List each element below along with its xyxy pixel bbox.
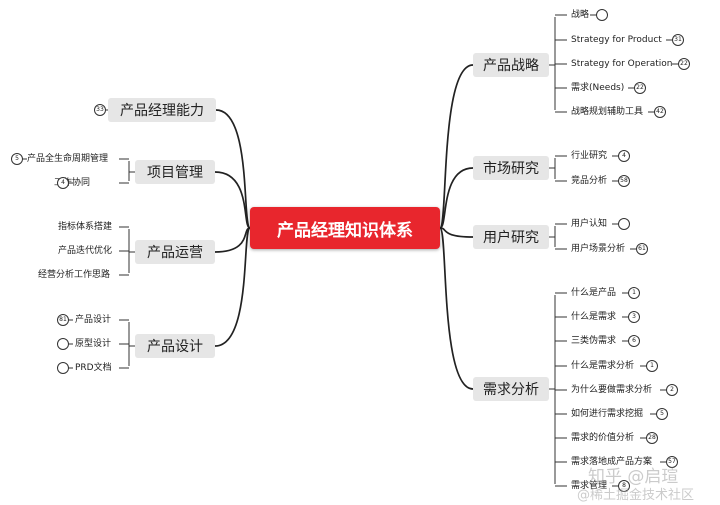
count-badge: 4 <box>618 150 630 162</box>
leaf-item[interactable]: 需求管理 <box>571 481 608 491</box>
bracket-line <box>549 17 556 110</box>
count-badge <box>57 362 69 374</box>
branch-link <box>439 64 474 229</box>
count-badge <box>57 338 69 350</box>
count-badge: 3 <box>628 311 640 323</box>
leaf-item[interactable]: 用户场景分析 <box>571 244 626 254</box>
leaf-item[interactable]: 原型设计 <box>75 339 112 349</box>
topic-1-right[interactable]: 产品战略 <box>473 53 549 77</box>
count-badge: 2 <box>666 384 678 396</box>
count-badge: 42 <box>654 106 666 118</box>
leaf-item[interactable]: 三类伪需求 <box>571 336 617 346</box>
bracket-line <box>549 295 556 484</box>
leaf-item[interactable]: 产品全生命周期管理 <box>27 154 109 164</box>
watermark-zhihu: 知乎 @启瑄 <box>588 467 679 487</box>
leaf-item[interactable]: 产品迭代优化 <box>58 246 113 256</box>
central-topic[interactable]: 产品经理知识体系 <box>250 207 440 249</box>
leaf-item[interactable]: 工作协同 <box>54 178 91 188</box>
leaf-item[interactable]: 战略规划辅助工具 <box>571 107 644 117</box>
leaf-item[interactable]: 竞品分析 <box>571 176 608 186</box>
leaf-item[interactable]: 战略 <box>571 10 590 20</box>
leaf-item[interactable]: 需求(Needs) <box>571 83 625 93</box>
leaf-item[interactable]: 产品设计 <box>75 315 112 325</box>
bracket-line <box>549 158 556 179</box>
count-badge: 31 <box>672 34 684 46</box>
count-badge: 61 <box>636 243 648 255</box>
count-badge: 28 <box>646 432 658 444</box>
count-badge: 4 <box>57 177 69 189</box>
watermark-juejin: @稀土掘金技术社区 <box>577 488 695 503</box>
topic-4-left[interactable]: 产品设计 <box>135 334 215 358</box>
branch-link <box>439 227 474 390</box>
leaf-item[interactable]: Strategy for Product <box>571 35 662 45</box>
count-badge: 1 <box>628 287 640 299</box>
topic-2-right[interactable]: 市场研究 <box>473 156 549 180</box>
topic-2-left[interactable]: 项目管理 <box>135 160 215 184</box>
leaf-item[interactable]: 什么是需求分析 <box>571 361 635 371</box>
bracket-line <box>128 161 135 181</box>
leaf-item[interactable]: 什么是产品 <box>571 288 617 298</box>
count-badge: 1 <box>646 360 658 372</box>
leaf-item[interactable]: 什么是需求 <box>571 312 617 322</box>
count-badge: 8 <box>618 480 630 492</box>
branch-link <box>439 227 474 238</box>
count-badge: 57 <box>666 456 678 468</box>
count-badge: 5 <box>11 153 23 165</box>
leaf-item[interactable]: 为什么要做需求分析 <box>571 385 653 395</box>
count-badge: 22 <box>678 58 690 70</box>
topic-3-left[interactable]: 产品运营 <box>135 240 215 264</box>
count-badge: 6 <box>628 335 640 347</box>
topic-3-right[interactable]: 用户研究 <box>473 225 549 249</box>
branch-link <box>214 227 251 347</box>
branch-link <box>214 171 251 229</box>
branch-link <box>214 227 251 253</box>
leaf-item[interactable]: 经营分析工作思路 <box>38 270 111 280</box>
topic-4-right[interactable]: 需求分析 <box>473 377 549 401</box>
leaf-item[interactable]: 需求的价值分析 <box>571 433 635 443</box>
leaf-item[interactable]: 行业研究 <box>571 151 608 161</box>
leaf-item[interactable]: 用户认知 <box>571 219 608 229</box>
leaf-item[interactable]: 指标体系搭建 <box>58 222 113 232</box>
leaf-item[interactable]: 如何进行需求挖掘 <box>571 409 644 419</box>
count-badge: 5 <box>656 408 668 420</box>
count-badge: 22 <box>634 82 646 94</box>
count-badge <box>596 9 608 21</box>
leaf-item[interactable]: PRD文档 <box>75 363 112 373</box>
leaf-item[interactable]: Strategy for Operation <box>571 59 673 69</box>
count-badge <box>618 218 630 230</box>
count-badge: 81 <box>57 314 69 326</box>
bracket-line <box>549 226 556 247</box>
topic-1-left[interactable]: 产品经理能力 <box>108 98 216 122</box>
count-badge: 33 <box>94 104 106 116</box>
count-badge: 58 <box>618 175 630 187</box>
branch-link <box>439 167 474 229</box>
leaf-item[interactable]: 需求落地成产品方案 <box>571 457 653 467</box>
